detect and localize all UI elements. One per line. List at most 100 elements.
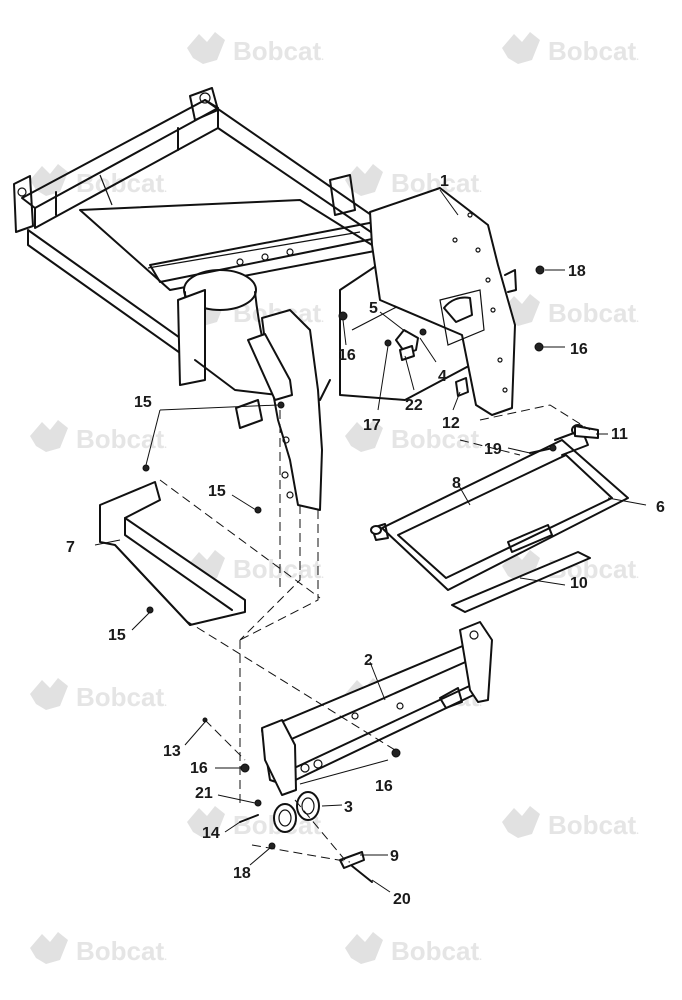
callout-5: 5 <box>369 300 378 317</box>
watermark-mark: . <box>321 826 324 837</box>
watermark-mark: . <box>636 826 639 837</box>
callout-6: 6 <box>656 499 665 516</box>
watermark: Bobcat. <box>345 164 482 198</box>
bobcat-logo-icon <box>502 806 540 838</box>
bolt-15-top <box>277 401 285 409</box>
callout-16-lower-left: 16 <box>190 760 208 777</box>
callout-4: 4 <box>438 368 447 385</box>
callout-18-lower: 18 <box>233 865 251 882</box>
callout-16-frame: 16 <box>338 347 356 364</box>
svg-text:Bobcat.: Bobcat. <box>391 936 482 966</box>
pad-10 <box>451 551 591 613</box>
lower-bar-2 <box>261 621 493 796</box>
svg-text:Bobcat.: Bobcat. <box>548 298 639 328</box>
callout-17: 17 <box>363 417 381 434</box>
bolt-11 <box>574 425 599 439</box>
bolt-15-left <box>142 464 150 472</box>
callout-13: 13 <box>163 743 181 760</box>
bobcat-logo-icon <box>30 678 68 710</box>
bolt-15-bottom <box>146 606 154 614</box>
watermark-mark: . <box>321 52 324 63</box>
watermark-mark: . <box>479 952 482 963</box>
callout-7: 7 <box>66 539 75 556</box>
bobcat-logo-icon <box>345 420 383 452</box>
watermark-text: Bobcat <box>548 298 636 328</box>
svg-text:Bobcat.: Bobcat. <box>76 936 167 966</box>
shield-7 <box>99 401 285 626</box>
bushing-3b <box>296 791 320 821</box>
callout-15-mid: 15 <box>208 483 226 500</box>
watermark: Bobcat. <box>30 932 167 966</box>
bolt-15-mid <box>254 506 262 514</box>
watermark-mark: . <box>321 570 324 581</box>
watermark-text: Bobcat <box>76 424 164 454</box>
watermark-mark: . <box>479 184 482 195</box>
nut-16-lower-right <box>391 748 401 758</box>
svg-text:Bobcat.: Bobcat. <box>548 810 639 840</box>
watermark: Bobcat. <box>187 32 324 66</box>
watermark-text: Bobcat <box>233 36 321 66</box>
callout-22: 22 <box>405 397 423 414</box>
lower-small-parts <box>202 717 401 883</box>
washer-21 <box>254 799 262 807</box>
bracket-9 <box>339 851 365 869</box>
watermark-text: Bobcat <box>391 424 479 454</box>
callout-15-top: 15 <box>134 394 152 411</box>
svg-text:Bobcat.: Bobcat. <box>233 36 324 66</box>
watermark: Bobcat. <box>345 932 482 966</box>
side-plate-1 <box>369 187 517 416</box>
watermark-mark: . <box>636 570 639 581</box>
bolt-19 <box>529 447 554 454</box>
watermark-text: Bobcat <box>391 936 479 966</box>
watermark-text: Bobcat <box>76 682 164 712</box>
bobcat-logo-icon <box>345 932 383 964</box>
callout-19: 19 <box>484 441 502 458</box>
callout-2: 2 <box>364 652 373 669</box>
nut-16-right <box>534 342 544 352</box>
watermark-mark: . <box>321 314 324 325</box>
watermark-mark: . <box>164 952 167 963</box>
watermark-mark: . <box>479 698 482 709</box>
callout-16-right: 16 <box>570 341 588 358</box>
callout-1: 1 <box>440 173 449 190</box>
callout-8: 8 <box>452 475 461 492</box>
bobcat-logo-icon <box>30 420 68 452</box>
bolt-17 <box>384 339 392 347</box>
watermark: Bobcat. <box>502 806 639 840</box>
watermark: Bobcat. <box>502 32 639 66</box>
leader-lines <box>94 189 647 893</box>
nut-4 <box>419 328 427 336</box>
callout-18-top: 18 <box>568 263 586 280</box>
watermark: Bobcat. <box>502 294 639 328</box>
callout-3: 3 <box>344 799 353 816</box>
bobcat-logo-icon <box>30 932 68 964</box>
clip-14 <box>239 814 259 823</box>
watermark-mark: . <box>164 440 167 451</box>
assembly-lines <box>159 404 591 863</box>
left-tower-plate <box>235 309 323 511</box>
callout-14: 14 <box>202 825 220 842</box>
svg-text:Bobcat.: Bobcat. <box>76 424 167 454</box>
watermark: Bobcat. <box>30 420 167 454</box>
watermark-text: Bobcat <box>548 810 636 840</box>
bolt-20 <box>351 865 373 883</box>
bobcat-logo-icon <box>187 806 225 838</box>
tray-8 <box>370 424 629 591</box>
watermark-text: Bobcat <box>548 36 636 66</box>
nut-18-top <box>535 265 545 275</box>
callout-20: 20 <box>393 891 411 908</box>
callout-11: 11 <box>611 426 628 443</box>
nut-16-lower-left <box>240 763 250 773</box>
svg-text:Bobcat.: Bobcat. <box>391 424 482 454</box>
callout-9: 9 <box>390 848 399 865</box>
bracket-22 <box>399 345 415 361</box>
fasteners-11-19 <box>529 425 599 454</box>
bobcat-logo-icon <box>502 32 540 64</box>
bracket-small-parts <box>338 265 545 397</box>
svg-text:Bobcat.: Bobcat. <box>548 36 639 66</box>
watermark-mark: . <box>636 52 639 63</box>
callout-10: 10 <box>570 575 588 592</box>
svg-text:Bobcat.: Bobcat. <box>76 682 167 712</box>
watermark: Bobcat. <box>345 420 482 454</box>
